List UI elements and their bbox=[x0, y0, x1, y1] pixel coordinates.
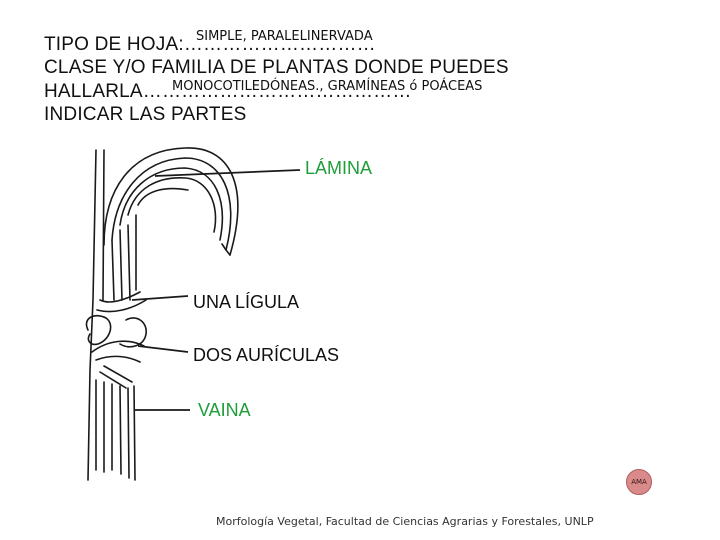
label-vaina: VAINA bbox=[198, 400, 251, 420]
author-seal-icon: AMA bbox=[626, 469, 652, 495]
label-ligula: UNA LÍGULA bbox=[193, 292, 299, 312]
label-auriculas: DOS AURÍCULAS bbox=[193, 345, 339, 365]
footer-credit: Morfología Vegetal, Facultad de Ciencias… bbox=[216, 515, 594, 528]
label-lamina: LÁMINA bbox=[305, 158, 372, 178]
